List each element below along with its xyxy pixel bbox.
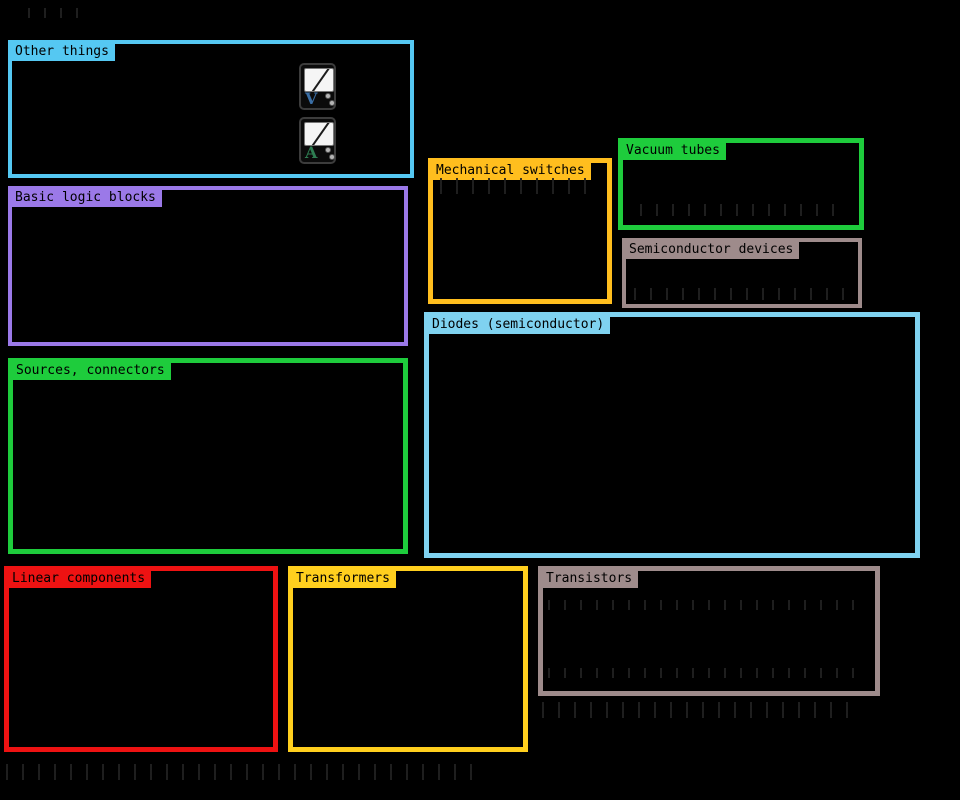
group-vacuum-tubes: Vacuum tubes — [618, 138, 864, 230]
faint-symbol-row — [548, 668, 858, 678]
group-label: Semiconductor devices — [626, 242, 800, 259]
group-transistors: Transistors — [538, 566, 880, 696]
meter-face — [304, 122, 334, 146]
group-transformers: Transformers — [288, 566, 528, 752]
group-label: Other things — [12, 44, 115, 61]
group-label: Transistors — [543, 571, 639, 588]
group-linear-components: Linear components — [4, 566, 278, 752]
faint-symbol-row — [548, 600, 858, 610]
terminal-dot — [325, 93, 331, 99]
meter-face — [304, 68, 334, 92]
faint-symbol-row — [440, 178, 590, 194]
ammeter-letter: A — [305, 143, 318, 162]
terminal-dot — [325, 147, 331, 153]
faint-symbol-row — [640, 204, 840, 216]
group-label: Linear components — [9, 571, 152, 588]
group-label: Transformers — [293, 571, 396, 588]
group-mechanical-switches: Mechanical switches — [428, 158, 612, 304]
group-label: Sources, connectors — [13, 363, 171, 380]
group-diodes-semiconductor: Diodes (semiconductor) — [424, 312, 920, 558]
voltmeter-icon: V — [299, 63, 336, 110]
faint-symbol-row — [6, 764, 484, 780]
group-semiconductor-devices: Semiconductor devices — [622, 238, 862, 308]
group-label: Basic logic blocks — [12, 190, 162, 207]
faint-symbol-row — [542, 702, 862, 718]
voltmeter-letter: V — [305, 89, 318, 108]
ammeter-icon: A — [299, 117, 336, 164]
group-label: Diodes (semiconductor) — [429, 317, 611, 334]
group-basic-logic-blocks: Basic logic blocks — [8, 186, 408, 346]
faint-symbol-row — [28, 8, 88, 18]
meter-body: V — [299, 63, 336, 110]
terminal-dot — [329, 100, 335, 106]
terminal-dot — [329, 154, 335, 160]
group-label: Vacuum tubes — [623, 143, 726, 160]
group-label: Mechanical switches — [433, 163, 591, 180]
faint-symbol-row — [634, 288, 849, 300]
group-other-things: Other things V A — [8, 40, 414, 178]
group-sources-connectors: Sources, connectors — [8, 358, 408, 554]
